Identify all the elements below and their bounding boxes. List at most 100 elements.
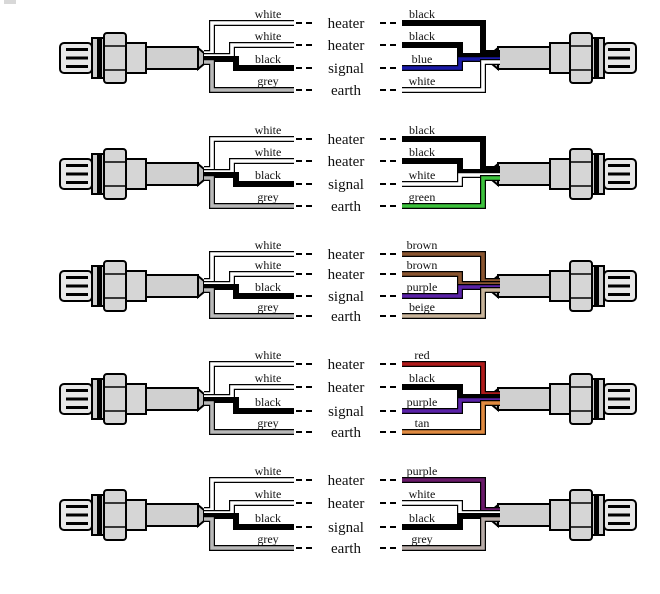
sensor-boot	[197, 161, 205, 188]
sensor-slot	[608, 181, 630, 184]
sensor-hex-nut	[103, 489, 127, 541]
oem-wire-label: white	[409, 74, 436, 88]
oxygen-sensor-icon	[59, 260, 205, 312]
universal-wire	[204, 288, 294, 318]
function-label: signal	[328, 289, 364, 305]
universal-wire-label: white	[255, 7, 282, 21]
sensor-slot	[608, 397, 630, 401]
oem-wire-label: tan	[415, 416, 430, 430]
sensor-shoulder	[125, 383, 147, 415]
sensor-slot	[608, 513, 630, 517]
oem-wire-label: black	[409, 29, 435, 43]
universal-wire-label: white	[255, 371, 282, 385]
function-label: signal	[328, 177, 364, 193]
function-label: heater	[328, 380, 365, 396]
sensor-hex-nut	[569, 489, 593, 541]
sensor-body	[145, 274, 199, 298]
sensor-gasket	[594, 39, 599, 77]
universal-wire-label: black	[255, 280, 281, 294]
sensor-gasket	[594, 380, 599, 418]
sensor-gasket	[594, 155, 599, 193]
sensor-slot	[608, 48, 630, 51]
oxygen-sensor-icon	[491, 489, 637, 541]
universal-wire-label: white	[255, 123, 282, 137]
function-label: heater	[328, 473, 365, 489]
sensor-hex-nut	[103, 148, 127, 200]
sensor-body	[497, 274, 551, 298]
sensor-gasket	[97, 155, 102, 193]
sensor-body	[145, 46, 199, 70]
oem-wire-label: white	[409, 168, 436, 182]
sensor-gasket	[594, 267, 599, 305]
sensor-slot	[66, 522, 88, 525]
function-label: earth	[331, 199, 361, 215]
sensor-slot	[66, 181, 88, 184]
function-label: signal	[328, 404, 364, 420]
sensor-shoulder	[125, 499, 147, 531]
universal-wire	[204, 517, 294, 550]
oem-wire	[402, 401, 500, 434]
function-label: heater	[328, 16, 365, 32]
sensor-shoulder	[125, 42, 147, 74]
sensor-slot	[66, 505, 88, 508]
sensor-slot	[66, 48, 88, 51]
oem-wire-label: white	[409, 487, 436, 501]
sensor-gasket	[97, 380, 102, 418]
sensor-slot	[66, 389, 88, 392]
oem-wire-label: green	[409, 190, 436, 204]
oem-wire-label: black	[409, 7, 435, 21]
conversion-panel: whiteheaterwhiteheaterblacksignalgreyear…	[59, 7, 637, 99]
universal-wire-label: grey	[257, 416, 278, 430]
universal-wire-label: white	[255, 487, 282, 501]
function-label: heater	[328, 154, 365, 170]
sensor-hex-nut	[569, 148, 593, 200]
function-label: heater	[328, 496, 365, 512]
sensor-boot	[197, 273, 205, 300]
sensor-slot	[608, 172, 630, 176]
sensor-slot	[66, 513, 88, 517]
oem-wire-label: black	[409, 511, 435, 525]
oxygen-sensor-icon	[59, 373, 205, 425]
sensor-slot	[608, 293, 630, 296]
sensor-slot	[608, 389, 630, 392]
oem-wire	[402, 60, 500, 92]
sensor-slot	[66, 276, 88, 279]
conversion-panel: whiteheaterwhiteheaterblacksignalgreyear…	[59, 348, 637, 441]
universal-wire-label: black	[255, 511, 281, 525]
oxygen-sensor-icon	[491, 373, 637, 425]
universal-wire-label: white	[255, 348, 282, 362]
oxygen-sensor-icon	[59, 32, 205, 84]
conversion-panel: whiteheaterwhiteheaterblacksignalgreyear…	[59, 238, 637, 325]
sensor-slot	[608, 522, 630, 525]
sensor-slot	[66, 65, 88, 68]
sensor-body	[145, 503, 199, 527]
corner-artifact	[4, 0, 16, 4]
oem-wire	[402, 288, 500, 318]
oxygen-sensor-icon	[491, 260, 637, 312]
sensor-slot	[66, 284, 88, 288]
function-label: heater	[328, 357, 365, 373]
oem-wire-label: purple	[407, 395, 438, 409]
universal-wire-label: grey	[257, 300, 278, 314]
universal-wire-label: white	[255, 258, 282, 272]
sensor-slot	[66, 164, 88, 167]
oem-wire-label: red	[414, 348, 429, 362]
sensor-hex-nut	[103, 373, 127, 425]
universal-wire-label: grey	[257, 532, 278, 546]
universal-wire-label: grey	[257, 190, 278, 204]
sensor-slot	[608, 164, 630, 167]
sensor-body	[145, 387, 199, 411]
function-label: heater	[328, 247, 365, 263]
sensor-slot	[608, 56, 630, 60]
sensor-body	[497, 46, 551, 70]
universal-wire	[204, 401, 294, 434]
universal-wire-label: black	[255, 168, 281, 182]
conversion-panel: whiteheaterwhiteheaterblacksignalgreyear…	[59, 464, 637, 557]
function-label: heater	[328, 132, 365, 148]
sensor-hex-nut	[103, 260, 127, 312]
function-label: signal	[328, 520, 364, 536]
sensor-slot	[66, 293, 88, 296]
sensor-shoulder	[549, 270, 571, 302]
sensor-slot	[66, 56, 88, 60]
conversion-panel: white heater white heater black signal grey ear…	[59, 123, 637, 215]
